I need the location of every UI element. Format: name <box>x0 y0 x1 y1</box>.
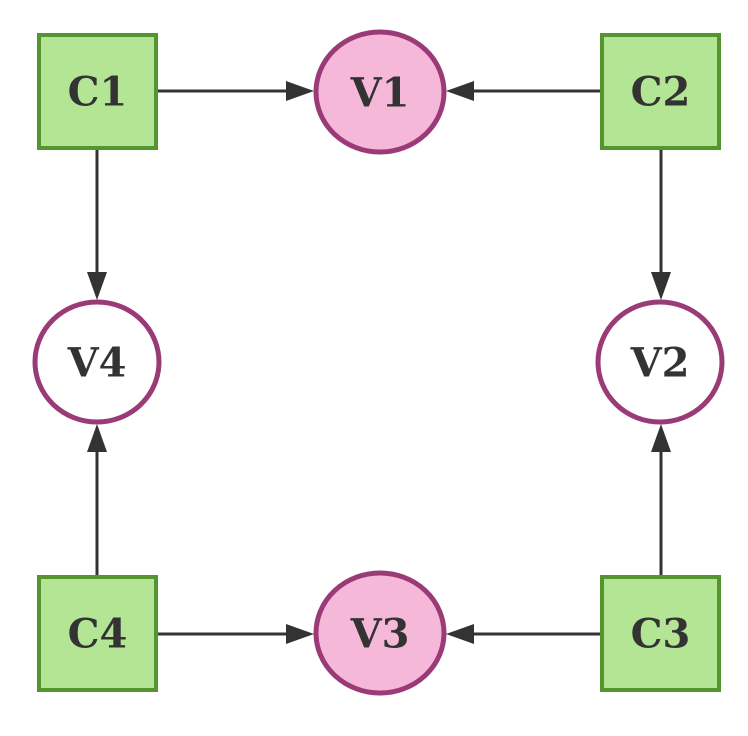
arrowhead <box>87 424 107 452</box>
arrowhead <box>446 81 474 101</box>
node-v3[interactable]: V3 <box>313 570 447 696</box>
node-v1[interactable]: V1 <box>313 29 447 155</box>
arrowhead <box>651 424 671 452</box>
edge-c3-v2 <box>651 424 671 577</box>
node-c1[interactable]: C1 <box>37 33 158 150</box>
node-label: C3 <box>631 611 691 658</box>
node-c3[interactable]: C3 <box>600 575 721 692</box>
node-label: C1 <box>68 69 128 116</box>
arrowhead <box>286 624 314 644</box>
arrowhead <box>446 624 474 644</box>
edge-c2-v2 <box>651 149 671 300</box>
node-label: V4 <box>67 340 127 387</box>
node-label: C4 <box>68 611 128 658</box>
edge-c3-v3 <box>446 624 602 644</box>
arrowhead <box>87 272 107 300</box>
edge-c2-v1 <box>446 81 602 101</box>
arrowhead <box>651 272 671 300</box>
node-c4[interactable]: C4 <box>37 575 158 692</box>
edge-c1-v4 <box>87 149 107 300</box>
node-label: V3 <box>350 611 410 658</box>
edges <box>87 81 671 644</box>
edge-c1-v1 <box>157 81 314 101</box>
node-c2[interactable]: C2 <box>600 33 721 150</box>
node-label: V2 <box>630 340 690 387</box>
node-label: V1 <box>350 70 410 117</box>
arrowhead <box>286 81 314 101</box>
edge-c4-v4 <box>87 424 107 577</box>
node-label: C2 <box>631 69 691 116</box>
node-v2[interactable]: V2 <box>595 299 725 425</box>
node-v4[interactable]: V4 <box>32 299 162 425</box>
edge-c4-v3 <box>157 624 314 644</box>
